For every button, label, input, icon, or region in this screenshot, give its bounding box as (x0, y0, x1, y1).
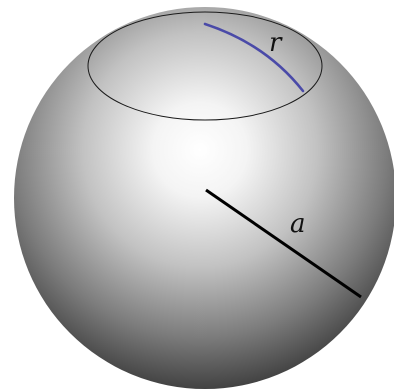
cap-boundary-circle (87, 11, 323, 121)
sphere (14, 7, 394, 389)
geodesic-radius-arc (203, 22, 305, 93)
geodesic-radius-label: r (269, 28, 283, 58)
sphere-radius-line (205, 188, 362, 299)
sphere-radius-label: a (290, 209, 306, 239)
